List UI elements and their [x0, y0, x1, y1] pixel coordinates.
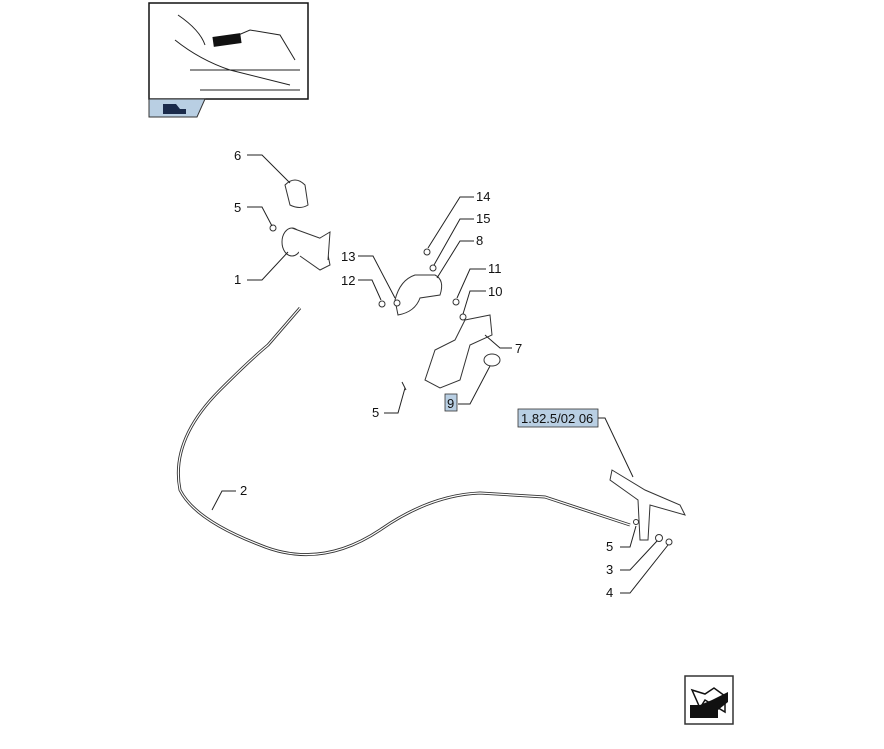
tractor-icon: [163, 104, 186, 114]
previous-page-arrow-icon[interactable]: [684, 675, 734, 725]
callout-5[interactable]: 5: [234, 200, 241, 215]
parts-drawing: [176, 179, 686, 557]
callout-5b[interactable]: 5: [372, 405, 379, 420]
callout-12[interactable]: 12: [341, 273, 355, 288]
callout-7[interactable]: 7: [515, 341, 522, 356]
cable: [176, 307, 631, 557]
callout-11[interactable]: 11: [488, 261, 502, 276]
callout-5c[interactable]: 5: [606, 539, 613, 554]
callout-8[interactable]: 8: [476, 233, 483, 248]
callout-3[interactable]: 3: [606, 562, 613, 577]
callout-1[interactable]: 1: [234, 272, 241, 287]
callout-15[interactable]: 15: [476, 211, 490, 226]
callout-10[interactable]: 10: [488, 284, 502, 299]
reference-link[interactable]: 1.82.5/02 06: [521, 411, 593, 426]
callout-13[interactable]: 13: [341, 249, 355, 264]
callout-6[interactable]: 6: [234, 148, 241, 163]
callout-2[interactable]: 2: [240, 483, 247, 498]
location-thumbnail[interactable]: [148, 2, 309, 118]
leader-lines: [211, 154, 669, 594]
callout-9-highlighted[interactable]: 9: [447, 396, 454, 411]
callout-4[interactable]: 4: [606, 585, 613, 600]
callout-14[interactable]: 14: [476, 189, 490, 204]
